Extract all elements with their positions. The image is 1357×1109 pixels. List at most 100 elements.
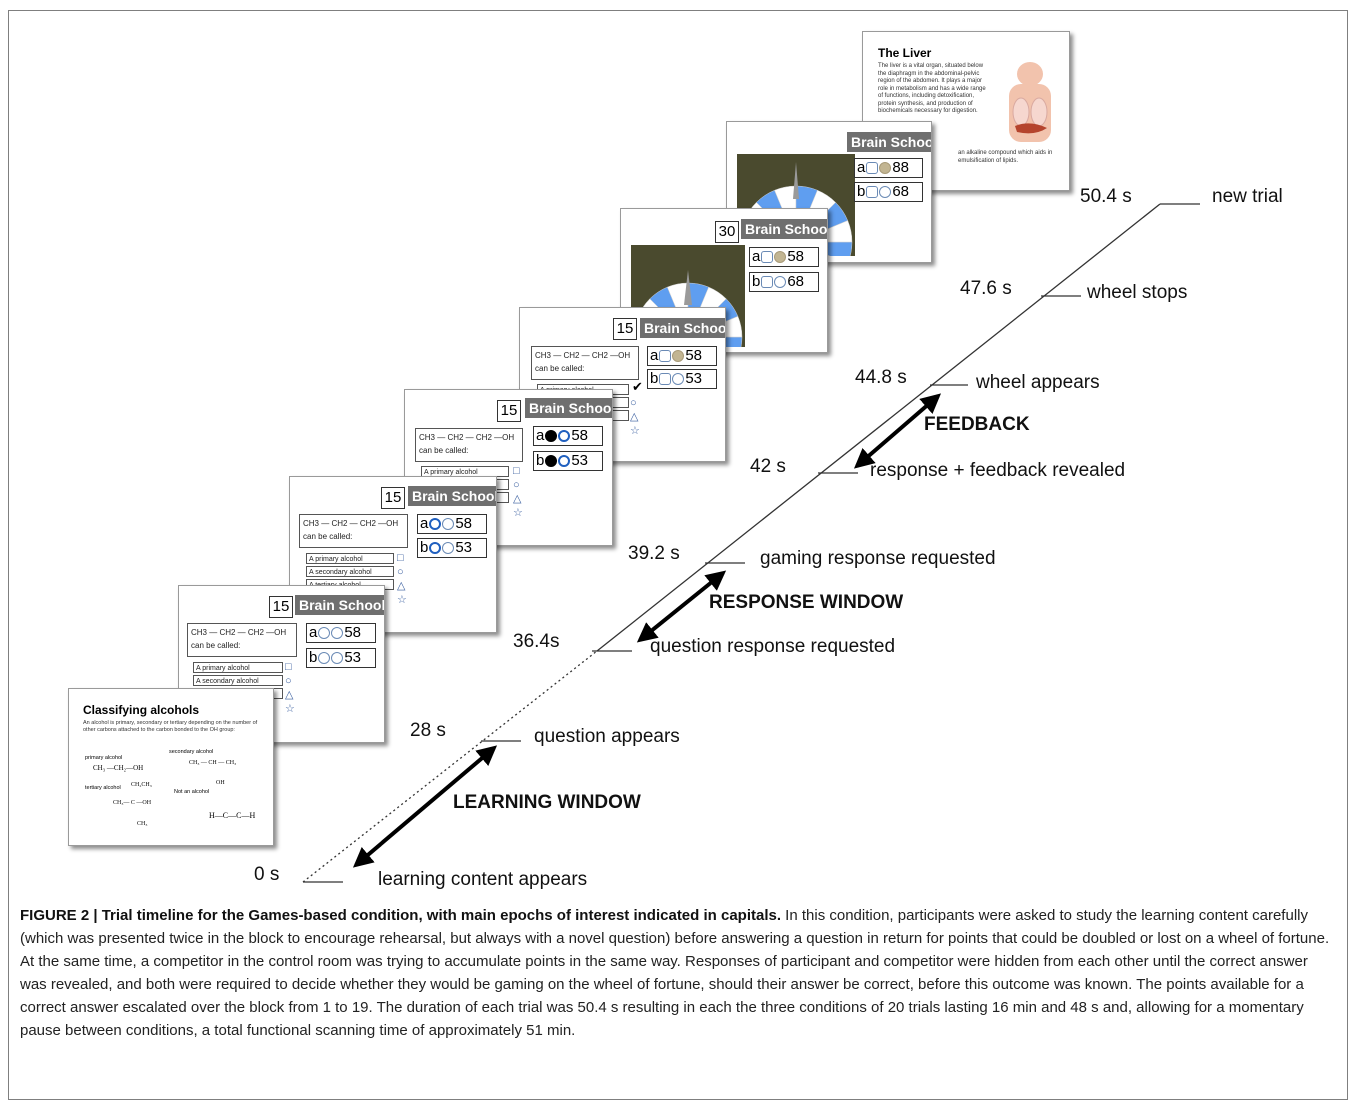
player-b-score: b 53: [647, 369, 717, 389]
points-box: 30: [715, 221, 739, 243]
slide-learning-content: Classifying alcohols An alcohol is prima…: [68, 688, 274, 846]
player-b-score: b 53: [417, 538, 487, 558]
not-alcohol-label: Not an alcohol: [174, 789, 210, 795]
window-label-learning: LEARNING WINDOW: [453, 792, 641, 813]
brand-label: Brain School: [741, 219, 827, 239]
figure-frame: [8, 10, 1348, 1100]
event-label-question: question appears: [534, 726, 680, 747]
points-box: 15: [269, 596, 293, 618]
primary-formula: CH₃ —CH₂—OH: [93, 764, 144, 772]
player-a-score: a 58: [533, 426, 603, 446]
points-box: 15: [613, 318, 637, 340]
not-alcohol-formula: H—C—C—H: [209, 811, 256, 820]
square-icon: [761, 251, 774, 263]
trial-timeline-figure: The Liver The liver is a vital organ, si…: [68, 31, 1283, 890]
event-label-question-response: question response requested: [650, 636, 896, 657]
blue-circle-icon: [429, 518, 442, 530]
figure-caption: FIGURE 2 | Trial timeline for the Games-…: [20, 904, 1338, 1042]
brand-label: Brain School: [640, 318, 725, 338]
tertiary-bottom: CH₃: [137, 821, 148, 827]
square-icon: [659, 373, 672, 385]
player-a-score: a 58: [306, 623, 376, 643]
answer-option-1: A primary alcohol: [306, 553, 394, 564]
timeline-solid: [596, 203, 1161, 652]
answer-option-2: A secondary alcohol: [193, 675, 283, 686]
question-box: CH3 — CH2 — CH2 —OH can be called:: [187, 623, 297, 657]
answer-shapes: □○△☆: [285, 661, 295, 715]
player-b-score: b 53: [306, 648, 376, 668]
timeline-dashed: [302, 650, 598, 883]
event-label-learning: learning content appears: [378, 869, 588, 890]
time-label-47s: 47.6 s: [960, 278, 1012, 299]
torso-liver-image: [1009, 62, 1051, 142]
timeline-svg: [302, 203, 1200, 883]
question-box: CH3 — CH2 — CH2 —OH can be called:: [531, 346, 639, 380]
liver-title: The Liver: [878, 46, 932, 60]
caption-title: FIGURE 2 | Trial timeline for the Games-…: [20, 907, 782, 924]
answer-option-2: A secondary alcohol: [306, 566, 394, 577]
secondary-label: secondary alcohol: [169, 749, 214, 755]
time-label-36s: 36.4s: [513, 631, 560, 652]
circle-icon: [879, 186, 892, 198]
answer-shapes: □○△☆: [397, 552, 407, 606]
brand-label: Brain School: [525, 398, 612, 418]
brand-label: Brain School: [408, 486, 496, 506]
time-label-28s: 28 s: [410, 720, 446, 741]
player-a-score: a 58: [417, 514, 487, 534]
learning-intro: An alcohol is primary, secondary or tert…: [83, 720, 258, 733]
event-label-wheel-stops: wheel stops: [1087, 282, 1188, 303]
player-a-score: a 58: [749, 247, 819, 267]
time-label-42s: 42 s: [750, 456, 786, 477]
tan-circle-icon: [672, 350, 685, 362]
square-icon: [761, 276, 774, 288]
event-label-new-trial: new trial: [1212, 186, 1283, 207]
primary-label: primary alcohol: [85, 755, 123, 761]
circle-icon: [331, 652, 344, 664]
player-b-score: b 53: [533, 451, 603, 471]
tertiary-top: CH₂CH₃: [131, 782, 152, 788]
event-label-feedback-revealed: response + feedback revealed: [870, 460, 1126, 481]
response-window-arrow: [636, 570, 727, 643]
liver-text-2: an alkaline compound which aids in emuls…: [958, 150, 1053, 164]
square-icon: [659, 350, 672, 362]
caption-body: In this condition, participants were ask…: [20, 907, 1330, 1039]
time-label-44s: 44.8 s: [855, 367, 907, 388]
answer-shapes: □○△☆: [513, 465, 523, 519]
blue-circle-icon: [429, 542, 442, 554]
player-b-score: b 68: [854, 182, 923, 202]
brand-label: Brain School: [295, 595, 384, 615]
circle-icon: [331, 627, 344, 639]
blue-circle-icon: [558, 430, 571, 442]
circle-icon: [442, 518, 455, 530]
liver-text: The liver is a vital organ, situated bel…: [878, 63, 986, 114]
time-label-39s: 39.2 s: [628, 543, 680, 564]
window-label-feedback: FEEDBACK: [924, 414, 1030, 435]
event-label-wheel-appears: wheel appears: [976, 372, 1100, 393]
circle-icon: [442, 542, 455, 554]
tan-circle-icon: [879, 162, 892, 174]
time-label-50s: 50.4 s: [1080, 186, 1132, 207]
time-label-0s: 0 s: [254, 864, 280, 885]
secondary-oh: OH: [216, 780, 225, 786]
black-circle-icon: [545, 455, 558, 467]
square-icon: [866, 162, 879, 174]
learning-title: Classifying alcohols: [83, 703, 200, 717]
points-box: 15: [381, 487, 405, 509]
circle-icon: [318, 652, 331, 664]
circle-icon: [318, 627, 331, 639]
check-icon: ✔: [632, 379, 643, 394]
player-a-score: a 58: [647, 346, 717, 366]
brand-label: Brain School: [847, 132, 931, 152]
tertiary-label: tertiary alcohol: [85, 785, 121, 791]
learning-window-arrow: [352, 745, 498, 868]
square-icon: [866, 186, 879, 198]
window-label-response: RESPONSE WINDOW: [709, 592, 904, 613]
tertiary-formula: CH₃— C —OH: [113, 800, 152, 806]
answer-option-1: A primary alcohol: [193, 662, 283, 673]
feedback-arrow: [853, 393, 942, 469]
question-box: CH3 — CH2 — CH2 —OH can be called:: [415, 428, 523, 462]
question-box: CH3 — CH2 — CH2 —OH can be called:: [299, 514, 408, 548]
points-box: 15: [497, 400, 521, 422]
tan-circle-icon: [774, 251, 787, 263]
secondary-formula: CH₃ — CH — CH₃: [189, 760, 237, 766]
